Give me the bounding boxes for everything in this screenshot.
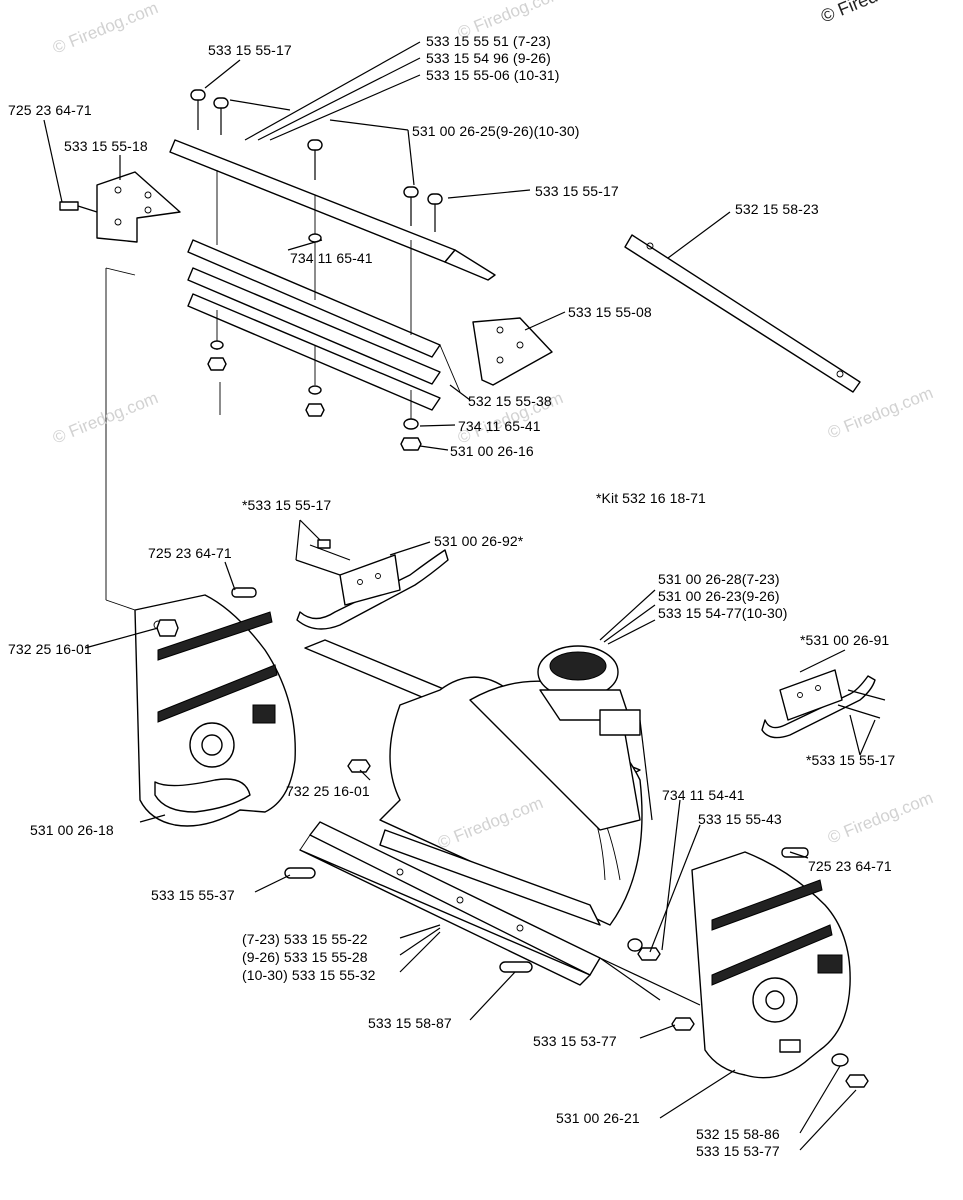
part-label: *531 00 26-91 [800,632,890,648]
part-label: 533 15 55-37 [151,887,235,903]
part-label: *533 15 55-17 [242,497,332,513]
front-scraper-blade [299,821,601,986]
part-label: 533 15 55-18 [64,138,148,154]
leader-lines [43,41,876,1151]
part-label: 532 15 58-23 [735,201,819,217]
part-label: 533 15 55 51 (7-23) [426,33,551,49]
part-label: 533 15 55-17 [535,183,619,199]
left-bracket [59,171,181,243]
part-label: 732 25 16-01 [8,641,92,657]
right-side-plate [691,851,851,1079]
skid-shoe-right [761,669,886,739]
part-label: 531 00 26-16 [450,443,534,459]
part-label: 725 23 64-71 [8,102,92,118]
part-label: 533 15 55-06 (10-31) [426,67,560,83]
part-label: 531 00 26-21 [556,1110,640,1126]
carriage-bolts-top [190,89,443,232]
part-label: 533 15 54 96 (9-26) [426,50,551,66]
part-label: 725 23 64-71 [148,545,232,561]
auger-housing [304,639,653,926]
top-scraper-bar [169,139,496,281]
part-label: 531 00 26-25(9-26)(10-30) [412,123,580,139]
part-label: 533 15 55-43 [698,811,782,827]
part-label: 531 00 26-18 [30,822,114,838]
part-label: (7-23) 533 15 55-22 [242,931,368,947]
part-label: 734 11 65-41 [290,250,373,266]
left-side-plate [134,594,296,827]
part-label: 533 15 58-87 [368,1015,452,1031]
part-label: 532 15 58-86 [696,1126,780,1142]
skid-shoe-left [295,539,449,630]
part-label: 532 15 55-38 [468,393,552,409]
part-label: (9-26) 533 15 55-28 [242,949,368,965]
long-rod [624,234,861,393]
part-label: 531 00 26-28(7-23) [658,571,780,587]
part-label: 734 11 54-41 [662,787,745,803]
shim-bars [187,239,461,411]
kit-note: *Kit 532 16 18-71 [596,490,706,506]
part-label: 533 15 54-77(10-30) [658,605,788,621]
part-label: (10-30) 533 15 55-32 [242,967,376,983]
hardware-misc [231,587,869,1088]
part-label: 732 25 16-01 [286,783,370,799]
part-label: 531 00 26-92* [434,533,524,549]
right-bracket [472,317,553,386]
part-label: 533 15 55-17 [208,42,292,58]
part-label: 734 11 65-41 [458,418,541,434]
part-label: 533 15 53-77 [696,1143,780,1159]
part-label: *533 15 55-17 [806,752,896,768]
part-label: 725 23 64-71 [808,858,892,874]
part-label: 533 15 55-08 [568,304,652,320]
part-label: 531 00 26-23(9-26) [658,588,780,604]
part-label: 533 15 53-77 [533,1033,617,1049]
